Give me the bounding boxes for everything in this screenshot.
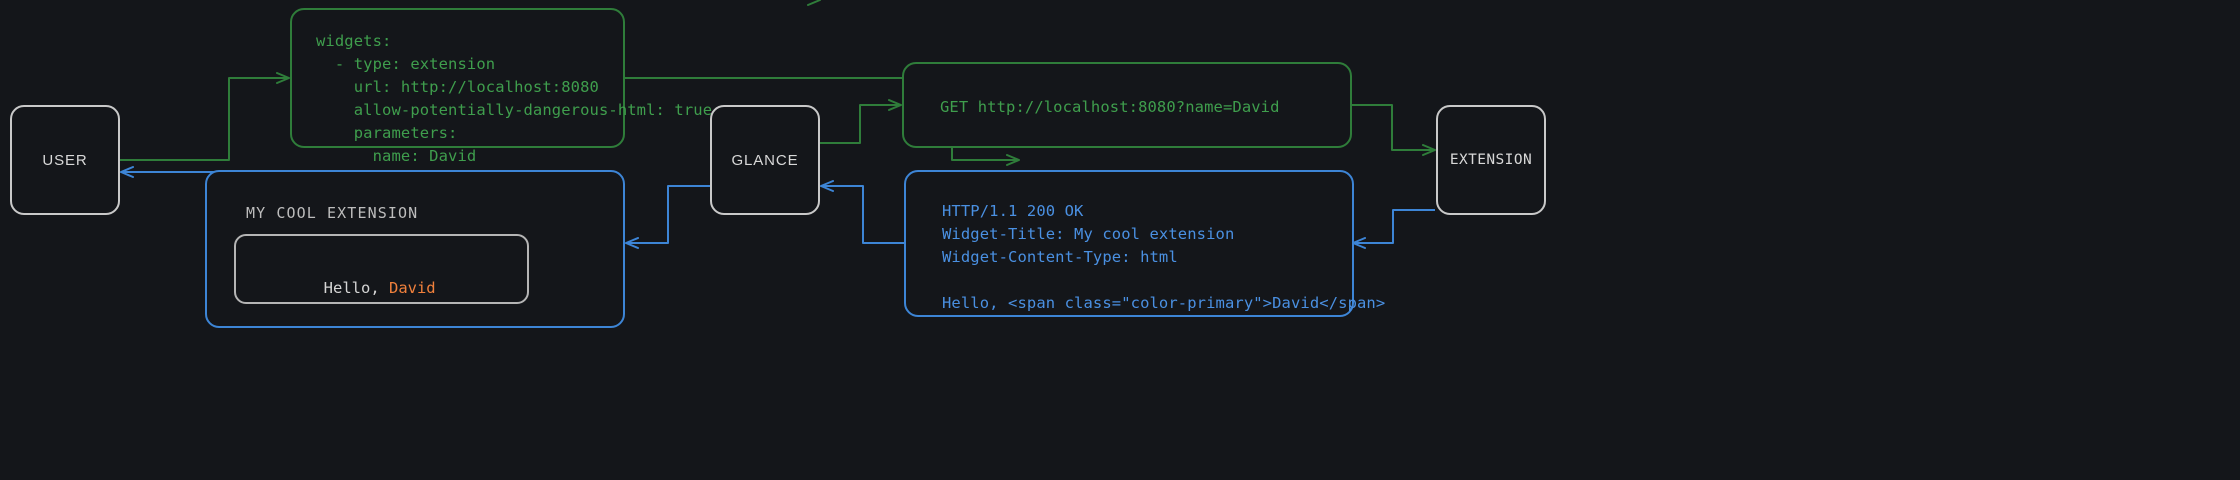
- greeting-name: David: [388, 279, 436, 297]
- node-glance-label: GLANCE: [731, 151, 799, 169]
- wire-user-to-config: [120, 72, 290, 161]
- widget-preview-greeting: Hello, David: [249, 261, 436, 315]
- widget-config-yaml: widgets: - type: extension url: http://l…: [316, 32, 713, 165]
- panel-http-request[interactable]: GET http://localhost:8080?name=David: [902, 62, 1352, 148]
- wire-glance-to-widget-preview: [625, 185, 710, 249]
- wire-http-request-to-extension: [1352, 104, 1436, 156]
- node-glance[interactable]: GLANCE: [710, 105, 820, 215]
- panel-http-response[interactable]: HTTP/1.1 200 OK Widget-Title: My cool ex…: [904, 170, 1385, 317]
- panel-widget-preview[interactable]: MY COOL EXTENSION Hello, David: [205, 170, 625, 328]
- http-response-text: HTTP/1.1 200 OK Widget-Title: My cool ex…: [942, 202, 1386, 312]
- wire-glance-out-request: [820, 99, 902, 144]
- panel-widget-config[interactable]: widgets: - type: extension url: http://l…: [290, 8, 712, 165]
- widget-preview-title: MY COOL EXTENSION: [246, 204, 419, 222]
- node-user[interactable]: USER: [10, 105, 120, 215]
- greeting-prefix: Hello,: [323, 279, 389, 297]
- node-extension[interactable]: EXTENSION: [1436, 105, 1546, 215]
- node-user-label: USER: [42, 151, 88, 169]
- widget-preview-body: Hello, David: [234, 234, 529, 304]
- node-extension-label: EXTENSION: [1449, 152, 1533, 168]
- http-request-text: GET http://localhost:8080?name=David: [940, 98, 1280, 116]
- wire-http-response-to-glance: [820, 180, 905, 244]
